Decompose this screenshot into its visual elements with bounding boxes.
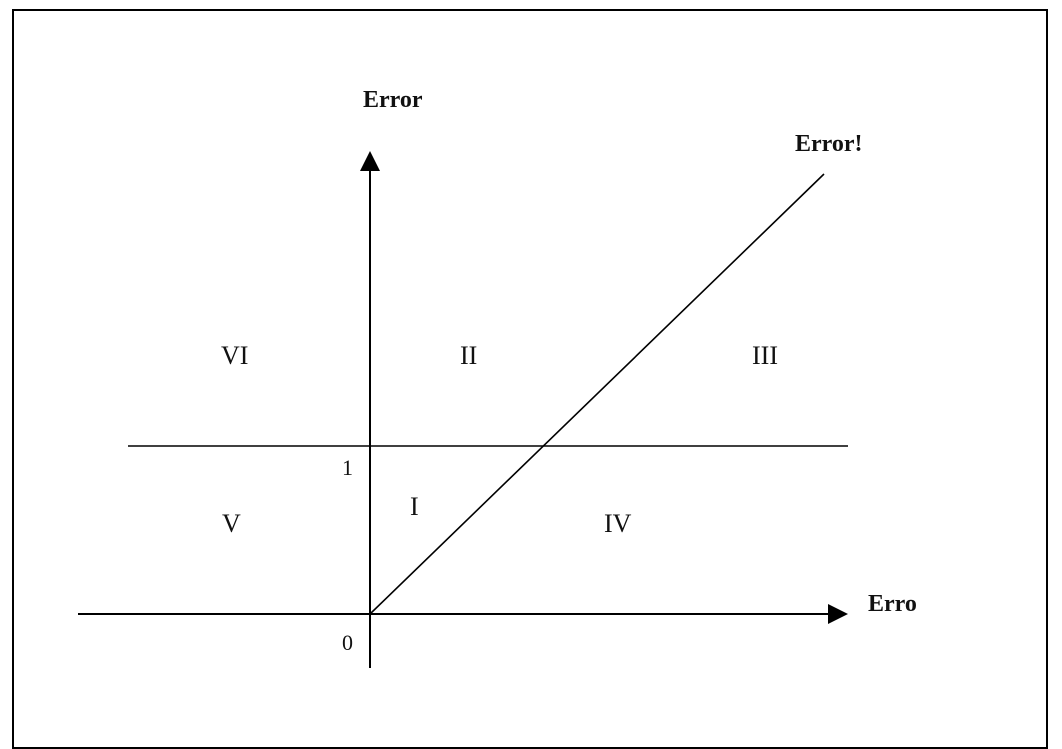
region-label-vi: VI (221, 341, 249, 370)
region-label-ii: II (460, 341, 478, 370)
tick-label-origin: 0 (342, 630, 353, 655)
x-axis-label: Error! (868, 592, 917, 616)
diagonal-line (369, 173, 825, 615)
region-label-v: V (222, 509, 241, 538)
y-axis-label: Error! (363, 88, 423, 112)
tick-label-one: 1 (342, 455, 353, 480)
diagram-frame (12, 9, 1048, 749)
region-label-iii: III (752, 341, 778, 370)
region-label-i: I (410, 492, 419, 521)
diagonal-line-label: Error! (795, 131, 863, 157)
region-label-iv: IV (604, 509, 632, 538)
diagram-canvas (78, 151, 848, 668)
